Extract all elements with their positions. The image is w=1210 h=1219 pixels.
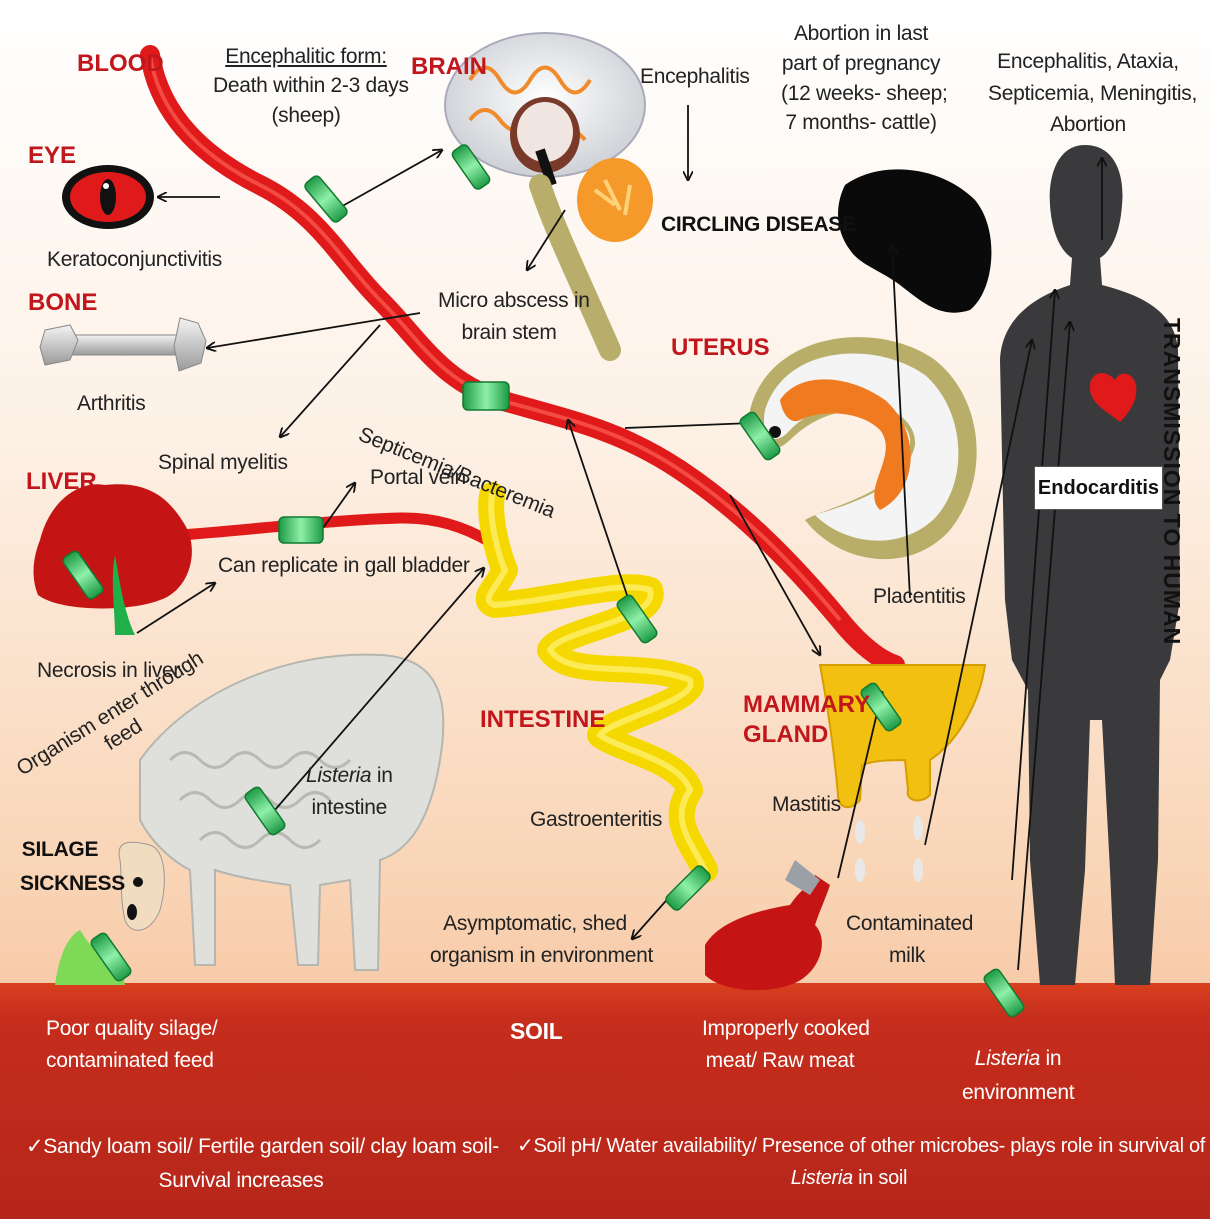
label-blood: BLOOD xyxy=(77,47,164,82)
human-diseases-line2: Septicemia, Meningitis, xyxy=(988,78,1188,110)
abortion-line2: part of pregnancy xyxy=(781,49,941,79)
soil-note-listeria: Listeria xyxy=(791,1167,853,1189)
meat-note: Improperly cooked meat/ Raw meat xyxy=(702,1013,858,1076)
portal-vein xyxy=(180,518,490,542)
label-portal-vein: Portal vein xyxy=(370,463,466,493)
human-diseases: Encephalitis, Ataxia, Septicemia, Mening… xyxy=(988,46,1188,141)
bone-image xyxy=(40,318,206,371)
soil-note-in-soil: in soil xyxy=(858,1167,907,1189)
soil-note-right-line2: Listeria in soil xyxy=(517,1162,1181,1194)
label-spinal-myelitis: Spinal myelitis xyxy=(158,448,288,478)
poor-silage-line2: contaminated feed xyxy=(46,1045,206,1077)
bacterium-portal xyxy=(279,517,323,543)
listeria-env-note: Listeria in environment xyxy=(962,1042,1074,1109)
label-brain: BRAIN xyxy=(411,50,487,85)
bacterium-vessel xyxy=(463,382,509,410)
asymptomatic-note: Asymptomatic, shed organism in environme… xyxy=(430,908,640,971)
transmission-to-human: TRANSMISSION TO HUMAN xyxy=(1158,318,1185,645)
meat-line2: meat/ Raw meat xyxy=(702,1045,858,1077)
silage-line1: SILAGE xyxy=(20,833,100,867)
contaminated-milk-note: Contaminated milk xyxy=(846,908,968,971)
soil-note-left-line1: ✓Sandy loam soil/ Fertile garden soil/ c… xyxy=(26,1130,456,1164)
abortion-note: Abortion in last part of pregnancy (12 w… xyxy=(781,19,941,138)
label-eye: EYE xyxy=(28,139,76,174)
label-gall-bladder: Can replicate in gall bladder xyxy=(218,551,470,581)
bacterium-shed xyxy=(664,864,712,912)
human-diseases-line1: Encephalitis, Ataxia, xyxy=(988,46,1188,78)
human-diseases-line3: Abortion xyxy=(988,109,1188,141)
encephalitic-line1: Death within 2-3 days xyxy=(213,71,399,100)
label-circling-disease: CIRCLING DISEASE xyxy=(661,210,856,240)
soil-note-right: ✓Soil pH/ Water availability/ Presence o… xyxy=(517,1130,1181,1194)
label-arthritis: Arthritis xyxy=(77,389,145,419)
silage-line2: SICKNESS xyxy=(20,867,100,901)
aborted-fetus-image xyxy=(838,169,991,312)
soil-note-right-line1: ✓Soil pH/ Water availability/ Presence o… xyxy=(517,1130,1181,1162)
asymptomatic-line1: Asymptomatic, shed xyxy=(430,908,640,940)
abortion-line4: 7 months- cattle) xyxy=(781,108,941,138)
listeria-intestine-note: Listeria in intestine xyxy=(306,760,393,823)
eye-image xyxy=(62,165,154,229)
asymptomatic-line2: organism in environment xyxy=(430,940,640,972)
label-bone: BONE xyxy=(28,286,97,321)
encephalitic-note: Encephalitic form: Death within 2-3 days… xyxy=(213,42,399,130)
endocarditis-box: Endocarditis xyxy=(1034,466,1163,510)
poor-silage-line1: Poor quality silage/ xyxy=(46,1013,206,1045)
abortion-line1: Abortion in last xyxy=(781,19,941,49)
uterus-image xyxy=(749,337,976,559)
listeria-env-in: in xyxy=(1046,1047,1062,1070)
listeria-word: Listeria xyxy=(306,764,371,787)
micro-abscess-line1: Micro abscess in xyxy=(438,285,580,317)
contaminated-milk-line2: milk xyxy=(846,940,968,972)
label-mammary-line2: GLAND xyxy=(743,720,870,750)
micro-abscess-line2: brain stem xyxy=(438,317,580,349)
listeria-env-environment: environment xyxy=(962,1081,1074,1104)
listeria-intestine-word: intestine xyxy=(312,796,388,819)
silage-sickness: SILAGE SICKNESS xyxy=(20,833,100,900)
encephalitic-title: Encephalitic form: xyxy=(213,42,399,71)
meat-image xyxy=(705,860,830,990)
soil-title: SOIL xyxy=(510,1015,562,1048)
listeria-env-word: Listeria xyxy=(975,1047,1040,1070)
label-mastitis: Mastitis xyxy=(772,790,841,820)
label-intestine: INTESTINE xyxy=(480,703,605,738)
label-encephalitis: Encephalitis xyxy=(640,62,750,92)
label-placentitis: Placentitis xyxy=(873,582,965,612)
encephalitic-line2: (sheep) xyxy=(213,101,399,130)
poor-silage-note: Poor quality silage/ contaminated feed xyxy=(46,1013,206,1076)
listeria-in-word: in xyxy=(377,764,393,787)
meat-line1: Improperly cooked xyxy=(702,1013,858,1045)
label-mammary-line1: MAMMARY xyxy=(743,690,870,720)
soil-note-left-line2: Survival increases xyxy=(26,1164,456,1198)
micro-abscess-note: Micro abscess in brain stem xyxy=(438,285,580,348)
label-gastroenteritis: Gastroenteritis xyxy=(530,805,662,835)
label-mammary-gland: MAMMARY GLAND xyxy=(743,690,870,750)
label-keratoconjunctivitis: Keratoconjunctivitis xyxy=(47,245,222,275)
label-uterus: UTERUS xyxy=(671,331,770,366)
contaminated-milk-line1: Contaminated xyxy=(846,908,968,940)
soil-note-left: ✓Sandy loam soil/ Fertile garden soil/ c… xyxy=(26,1130,456,1197)
label-liver: LIVER xyxy=(26,465,97,500)
abortion-line3: (12 weeks- sheep; xyxy=(781,79,941,109)
